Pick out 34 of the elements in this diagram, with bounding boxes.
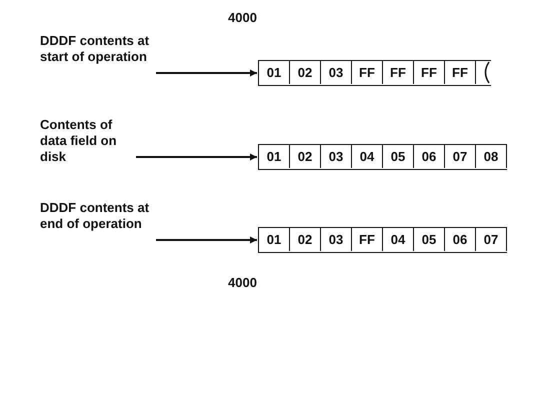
byte-value: FF <box>352 61 383 84</box>
byte-value: 07 <box>445 145 476 168</box>
row-label: DDDF contents at end of operation <box>40 200 152 232</box>
arrow <box>156 70 257 76</box>
byte-value: 01 <box>259 61 290 84</box>
byte-value: 06 <box>414 145 445 168</box>
memory-address: 4000 <box>228 275 257 290</box>
byte-value: 03 <box>321 228 352 251</box>
byte-value: FF <box>352 228 383 251</box>
arrow <box>136 154 257 160</box>
byte-value: 01 <box>259 145 290 168</box>
memory-row <box>258 144 507 170</box>
arrow <box>156 236 257 244</box>
byte-value: 03 <box>321 145 352 168</box>
byte-value: 02 <box>290 228 321 251</box>
row-label: Contents of data field on disk <box>40 117 132 165</box>
byte-value: 02 <box>290 145 321 168</box>
byte-value: 08 <box>476 145 507 168</box>
byte-value: 01 <box>259 228 290 251</box>
byte-value: 05 <box>414 228 445 251</box>
byte-value: 04 <box>352 145 383 168</box>
row-label: DDDF contents at start of operation <box>40 33 152 65</box>
byte-value: FF <box>445 61 476 84</box>
byte-value: 03 <box>321 61 352 84</box>
memory-address: 4000 <box>228 10 257 25</box>
byte-value: 02 <box>290 61 321 84</box>
byte-value: 06 <box>445 228 476 251</box>
byte-value: 04 <box>383 228 414 251</box>
memory-row <box>258 227 507 253</box>
byte-value: FF <box>383 61 414 84</box>
byte-value: 07 <box>476 228 507 251</box>
memory-row <box>258 60 491 86</box>
byte-value: FF <box>414 61 445 84</box>
byte-value: 05 <box>383 145 414 168</box>
